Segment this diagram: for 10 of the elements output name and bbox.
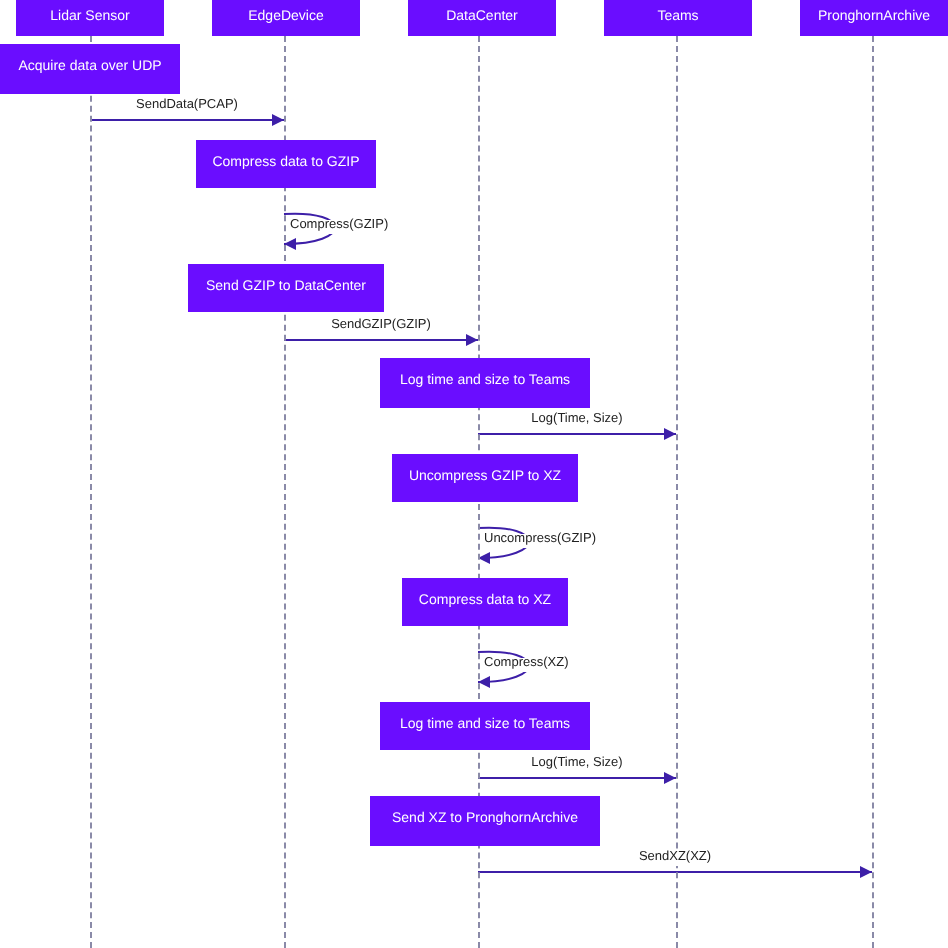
message-arrow [477, 772, 677, 784]
lifeline [872, 36, 874, 948]
message-arrow [477, 526, 530, 564]
message-arrow [283, 334, 479, 346]
lifeline [676, 36, 678, 948]
message-arrow [477, 428, 677, 440]
message-arrow [477, 866, 873, 878]
message-arrow [283, 212, 336, 250]
message-arrow [477, 650, 530, 688]
message-arrow [89, 114, 285, 126]
